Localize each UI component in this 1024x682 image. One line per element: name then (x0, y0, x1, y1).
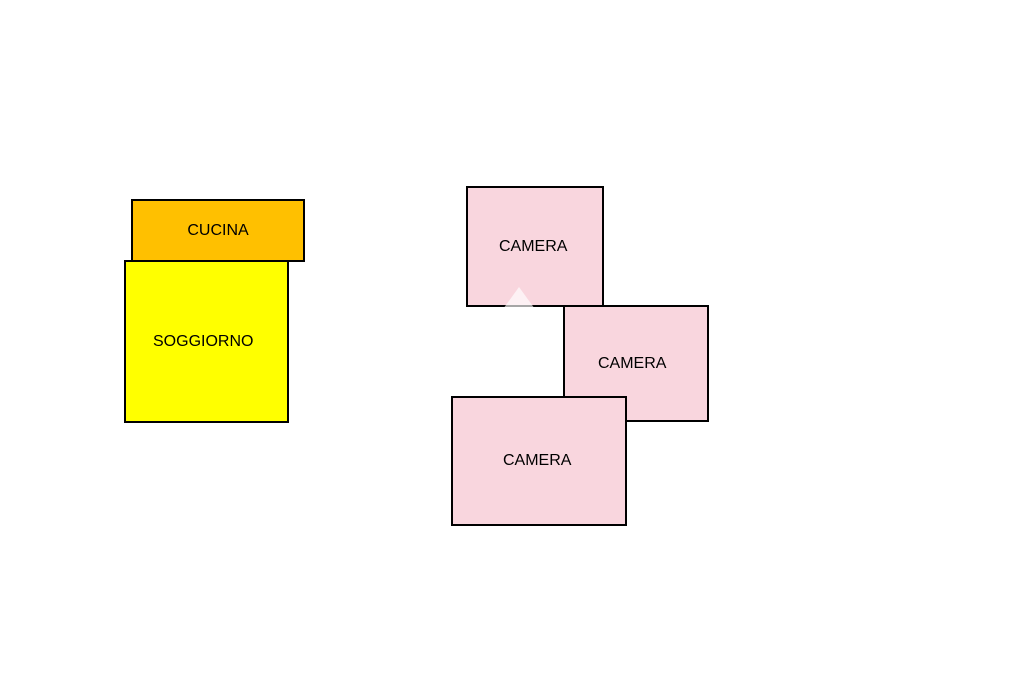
room-camera-top-label: CAMERA (499, 237, 568, 255)
room-soggiorno-label: SOGGIORNO (153, 332, 254, 350)
room-soggiorno: SOGGIORNO (124, 260, 289, 423)
room-camera-bottom-label: CAMERA (503, 452, 572, 469)
room-cucina-label: CUCINA (187, 221, 249, 239)
room-cucina: CUCINA (131, 199, 305, 262)
room-camera-middle-label: CAMERA (598, 354, 667, 372)
room-camera-bottom: CAMERA (451, 396, 627, 526)
room-camera-top: CAMERA (466, 186, 604, 307)
